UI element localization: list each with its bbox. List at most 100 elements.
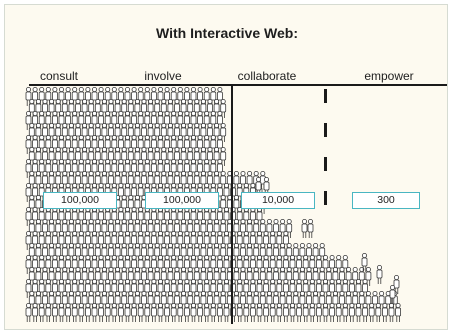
stage-label-collaborate: collaborate	[237, 69, 297, 83]
person-icon	[263, 176, 270, 196]
person-icon	[233, 242, 240, 262]
person-icon	[71, 111, 78, 130]
person-icon	[147, 290, 154, 310]
person-icon	[164, 134, 171, 154]
person-icon	[61, 99, 68, 118]
person-icon	[263, 230, 270, 250]
person-icon	[68, 218, 75, 238]
person-icon	[190, 302, 197, 322]
person-icon	[118, 230, 124, 250]
person-icon	[365, 266, 372, 286]
person-icon	[246, 290, 253, 310]
person-icon	[286, 290, 293, 310]
person-icon	[286, 218, 293, 238]
person-icon	[289, 302, 296, 322]
person-icon	[48, 218, 55, 238]
person-icon	[329, 278, 336, 298]
person-icon	[319, 242, 326, 262]
person-icon	[45, 230, 52, 250]
person-icon	[174, 266, 180, 286]
person-icon	[131, 230, 137, 250]
person-icon	[160, 290, 167, 310]
person-icon	[236, 206, 243, 226]
person-icon	[213, 266, 220, 286]
person-icon	[88, 146, 95, 166]
person-icon	[85, 278, 91, 298]
person-icon	[144, 278, 151, 298]
person-icon	[249, 302, 256, 322]
person-icon	[167, 218, 174, 238]
person-icon	[150, 134, 157, 154]
person-icon	[388, 302, 395, 322]
person-icon	[61, 123, 68, 142]
person-icon	[104, 254, 111, 274]
person-icon	[45, 278, 52, 298]
person-icon	[131, 182, 137, 202]
person-icon	[98, 278, 104, 298]
person-icon	[65, 111, 71, 130]
person-icon	[75, 146, 81, 166]
person-icon	[289, 254, 296, 274]
person-icon	[58, 87, 65, 106]
person-icon	[183, 158, 190, 178]
person-icon	[269, 230, 276, 250]
person-icon	[55, 146, 62, 166]
person-icon	[75, 123, 81, 142]
person-icon	[256, 230, 263, 250]
person-icon	[389, 284, 396, 304]
person-icon	[213, 146, 220, 166]
person-icon	[203, 206, 210, 226]
person-icon	[104, 158, 111, 178]
person-icon	[282, 302, 289, 322]
person-icon	[111, 302, 118, 322]
person-icon	[273, 266, 279, 286]
header-rule	[29, 84, 447, 86]
person-icon	[81, 123, 88, 142]
diagram-frame: With Interactive Web: consult involve co…	[4, 4, 448, 330]
person-icon	[193, 242, 200, 262]
person-icon	[256, 206, 263, 226]
person-icon	[58, 254, 65, 274]
person-icon	[68, 266, 75, 286]
person-icon	[127, 242, 134, 262]
person-icon	[200, 146, 207, 166]
person-icon	[296, 278, 303, 298]
person-icon	[42, 242, 48, 262]
person-icon	[104, 230, 111, 250]
person-icon	[144, 87, 151, 106]
person-icon	[28, 194, 35, 214]
person-icon	[55, 242, 62, 262]
person-icon	[25, 230, 32, 250]
person-icon	[276, 302, 283, 322]
person-icon	[88, 218, 95, 238]
person-icon	[276, 278, 283, 298]
person-icon	[52, 111, 58, 130]
person-icon	[127, 266, 134, 286]
person-icon	[78, 111, 85, 130]
person-icon	[355, 302, 362, 322]
person-icon	[253, 242, 260, 262]
person-icon	[223, 254, 230, 274]
person-icon	[246, 266, 253, 286]
person-icon	[210, 302, 217, 322]
person-icon	[375, 302, 382, 322]
divider-dash	[324, 157, 327, 171]
person-icon	[65, 302, 71, 322]
person-icon	[345, 290, 352, 310]
person-icon	[35, 170, 42, 190]
person-icon	[174, 146, 180, 166]
person-icon	[177, 158, 184, 178]
person-icon	[118, 87, 124, 106]
person-icon	[52, 302, 58, 322]
person-icon	[25, 302, 32, 322]
person-icon	[45, 302, 52, 322]
person-icon	[121, 266, 128, 286]
person-icon	[160, 99, 167, 118]
person-icon	[183, 111, 190, 130]
person-icon	[279, 242, 286, 262]
person-icon	[48, 170, 55, 190]
person-icon	[111, 134, 118, 154]
person-icon	[243, 302, 250, 322]
person-icon	[164, 278, 171, 298]
person-icon	[183, 87, 190, 106]
